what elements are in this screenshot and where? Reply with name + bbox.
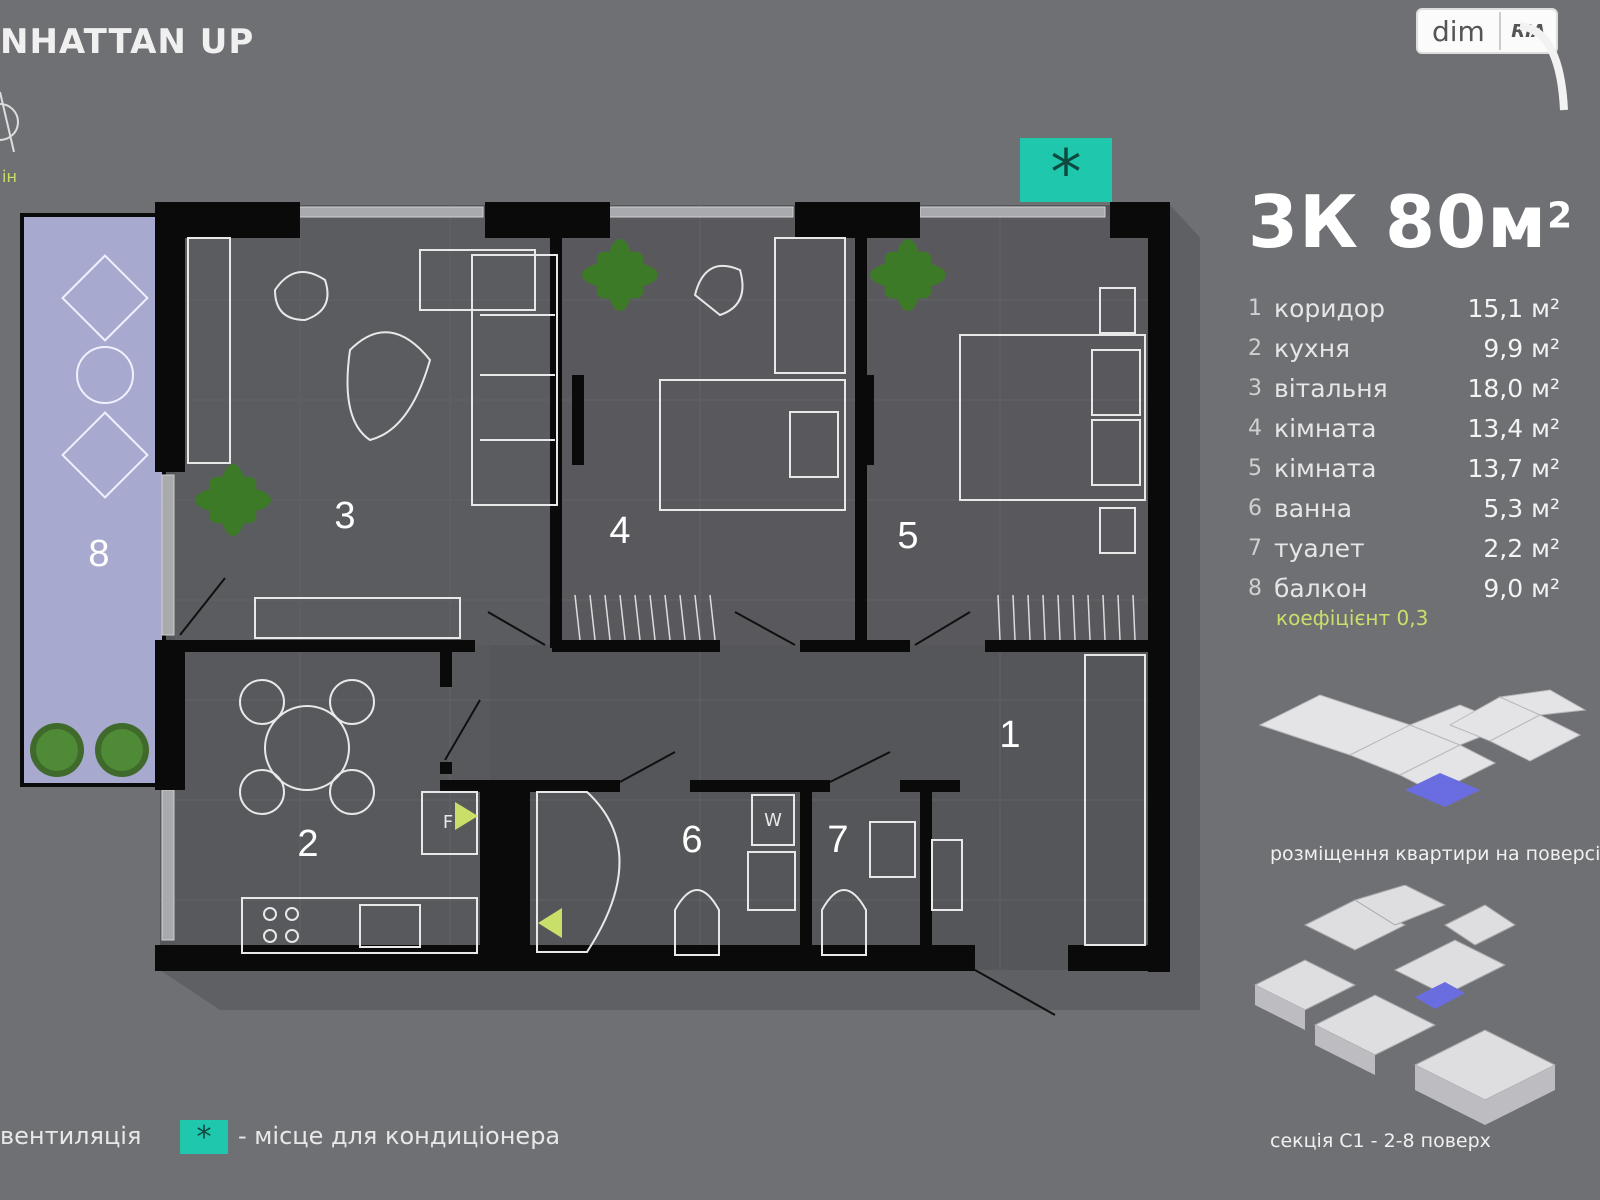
room-label-6: 6 — [681, 819, 702, 861]
legend-ventilation: вентиляція — [0, 1122, 142, 1150]
floor-plan: * — [20, 136, 1200, 1016]
fridge-label: F — [443, 812, 453, 833]
svg-text:ін: ін — [2, 167, 17, 186]
brand-name: NHATTAN UP — [0, 22, 255, 62]
placement-caption: розміщення квартири на поверсі — [1270, 843, 1600, 865]
room-label-5: 5 — [897, 515, 918, 557]
compass-icon: ін — [0, 91, 19, 186]
room-label-1: 1 — [999, 714, 1020, 756]
room-label-7: 7 — [827, 819, 848, 861]
section-map — [1253, 885, 1557, 1125]
section-caption: секція С1 - 2-8 поверх — [1270, 1130, 1491, 1152]
room-label-3: 3 — [334, 495, 355, 537]
coefficient-note: коефіцієнт 0,3 — [1276, 606, 1429, 630]
room-label-2: 2 — [297, 823, 318, 865]
corner-arc-icon — [1520, 22, 1568, 111]
floor-placement-map — [1258, 689, 1587, 807]
room-label-4: 4 — [609, 510, 630, 552]
washer-label: W — [764, 810, 782, 831]
apartment-summary-title: 3К 80м2 — [1248, 180, 1574, 264]
svg-text:*: * — [1051, 136, 1082, 209]
watermark-text: dim — [1432, 14, 1485, 48]
legend-ac-text: - місце для кондиціонера — [238, 1122, 561, 1150]
title-superscript: 2 — [1547, 195, 1574, 237]
room-label-8: 8 — [88, 533, 109, 575]
ac-legend-icon: * — [180, 1120, 228, 1155]
